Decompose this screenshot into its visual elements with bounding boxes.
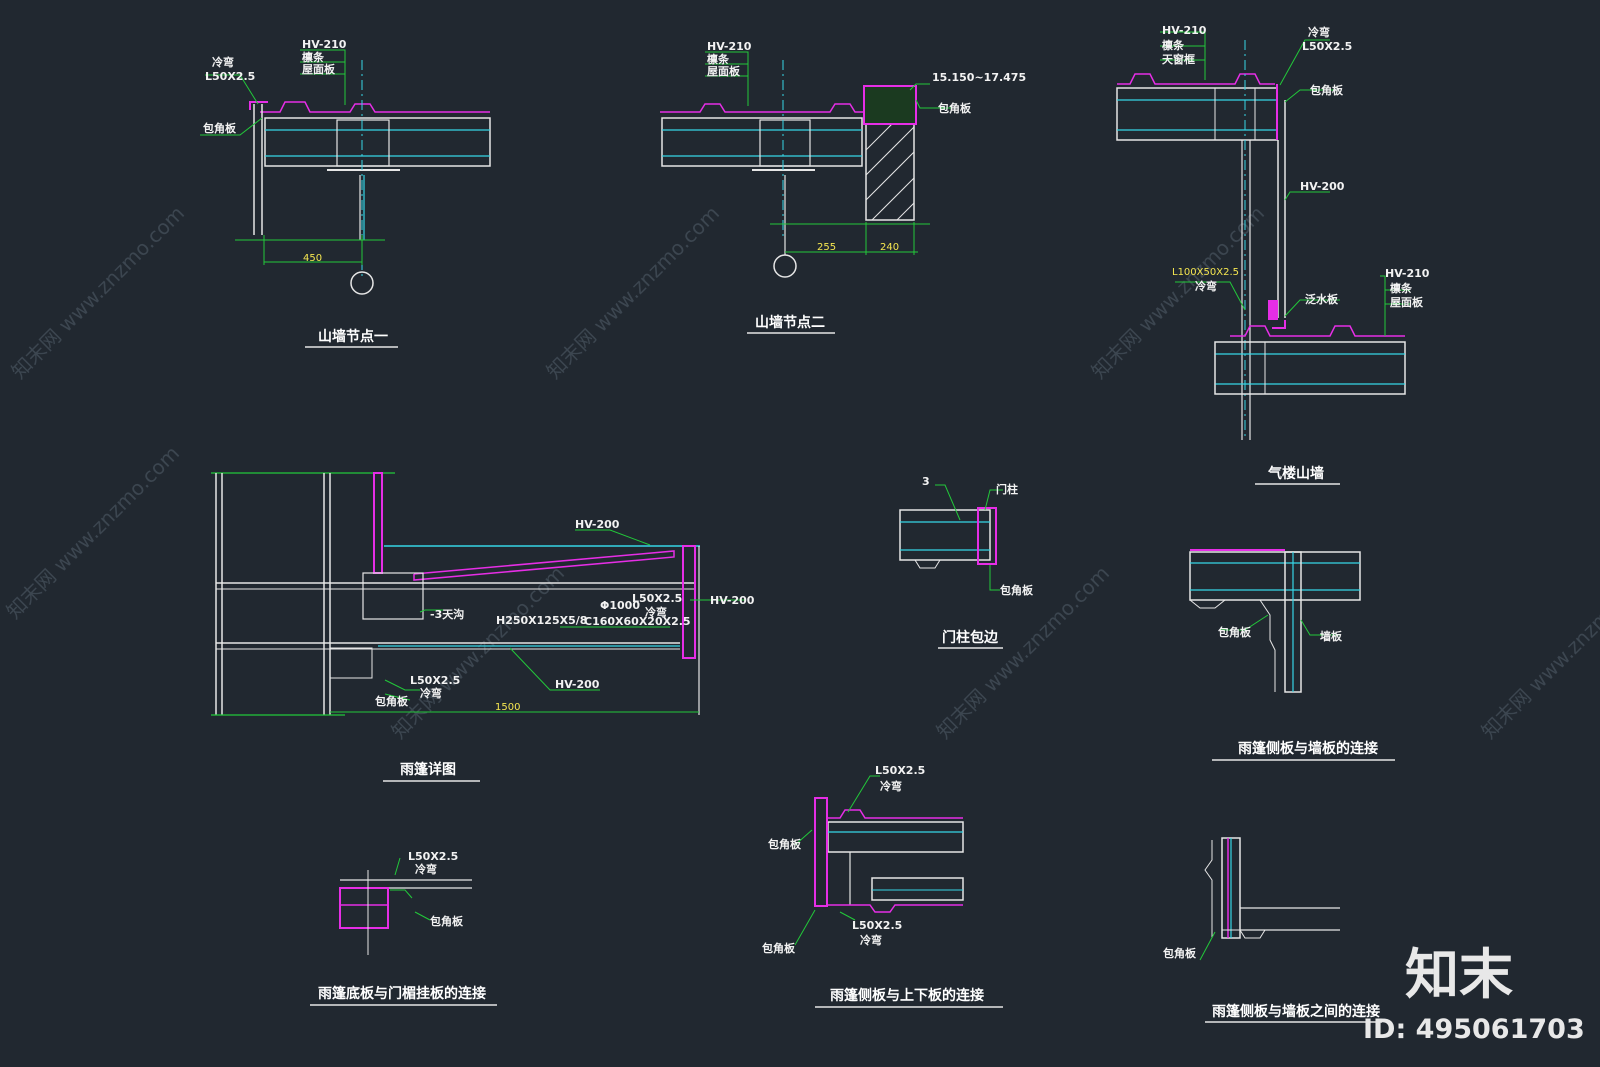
label-angle: L50X2.5 (408, 850, 458, 863)
label-corner-trim: 包角板 (761, 941, 796, 955)
detail-door-column-trim: 3 门柱 包角板 门柱包边 (899, 475, 1034, 649)
label-gutter: -3天沟 (430, 607, 464, 621)
label-hv200: HV-200 (1300, 180, 1345, 193)
label-hv210: HV-210 (302, 38, 347, 51)
title-canopy-detail: 雨篷详图 (400, 761, 456, 778)
label-c-channel: C160X60X20X2.5 (584, 615, 691, 628)
label-angle: L50X2.5 (875, 764, 925, 777)
label-wall-panel: 墙板 (1320, 629, 1343, 643)
label-corner-trim: 包角板 (999, 583, 1034, 597)
label-phi1000: Φ1000 (600, 599, 640, 612)
label-door-column: 门柱 (996, 482, 1018, 496)
dim-240: 240 (880, 242, 899, 253)
label-h-beam: H250X125X5/8 (496, 614, 587, 627)
brand-logo: 知末 (1405, 943, 1513, 1006)
label-hv210: HV-210 (1385, 267, 1430, 280)
brand-id: ID: 495061703 (1363, 1014, 1585, 1045)
label-skylight-frame: 天窗框 (1162, 52, 1195, 66)
label-cold-bent: 冷弯 (420, 686, 442, 700)
watermark: 知末网 www.znzmo.com (2, 441, 184, 623)
label-corner-trim: 包角板 (1162, 946, 1197, 960)
detail-canopy-side-wall: 包角板 墙板 雨篷侧板与墙板的连接 (1189, 549, 1395, 761)
watermark: 知末网 www.znzmo.com (542, 201, 724, 383)
label-roof-panel: 屋面板 (302, 62, 336, 76)
label-hv210: HV-210 (1162, 24, 1207, 37)
label-purlin: 檩条 (707, 52, 730, 66)
label-corner-trim: 包角板 (767, 837, 802, 851)
label-hv200: HV-200 (575, 518, 620, 531)
label-elevation: 15.150~17.475 (932, 71, 1026, 84)
label-hv210: HV-210 (707, 40, 752, 53)
watermark: 知末网 www.znzmo.com (387, 561, 569, 743)
label-3: 3 (922, 475, 930, 488)
label-hv200: HV-200 (555, 678, 600, 691)
title-door-column-trim: 门柱包边 (942, 629, 999, 646)
label-hv200: HV-200 (710, 594, 755, 607)
title-canopy-side-updown: 雨篷侧板与上下板的连接 (830, 987, 984, 1004)
label-angle: L50X2.5 (410, 674, 460, 687)
label-corner-trim: 包角板 (1217, 625, 1252, 639)
label-angle-l100: L100X50X2.5 (1172, 267, 1239, 278)
label-angle: L50X2.5 (1302, 40, 1352, 53)
detail-canopy-bottom-door: L50X2.5 冷弯 包角板 雨篷底板与门楣挂板的连接 (310, 850, 497, 1006)
watermark-layer: 知末网 www.znzmo.com 知末网 www.znzmo.com 知末网 … (2, 201, 1600, 743)
title-parapet-gable: 气楼山墙 (1267, 465, 1324, 482)
label-flashing: 泛水板 (1305, 292, 1339, 306)
label-corner-trim: 包角板 (374, 694, 409, 708)
detail-gable-node-2: 255 240 HV-210 檩条 屋面板 15.150~17.475 包角板 … (660, 40, 1026, 334)
label-purlin: 檩条 (302, 50, 325, 64)
label-roof-panel: 屋面板 (1390, 295, 1424, 309)
title-canopy-side-wall: 雨篷侧板与墙板的连接 (1238, 740, 1378, 757)
title-canopy-bottom-door: 雨篷底板与门楣挂板的连接 (318, 985, 486, 1002)
label-cold-bent: 冷弯 (1308, 25, 1330, 39)
label-roof-panel: 屋面板 (707, 64, 741, 78)
label-cold-bent: 冷弯 (415, 862, 437, 876)
label-cold-bent: 冷弯 (1195, 279, 1217, 293)
label-cold-bent: 冷弯 (645, 605, 667, 619)
label-corner-trim: 包角板 (429, 914, 464, 928)
label-corner-trim: 包角板 (202, 121, 237, 135)
label-cold-bent: 冷弯 (212, 55, 234, 69)
detail-gable-node-1: 450 HV-210 檩条 屋面板 冷弯 L50X2.5 包角板 山墙节点一 (200, 38, 491, 348)
detail-canopy-side-wall-between: 包角板 雨篷侧板与墙板之间的连接 (1162, 837, 1382, 1023)
title-gable-node-2: 山墙节点二 (755, 314, 825, 331)
label-angle: L50X2.5 (205, 70, 255, 83)
watermark: 知末网 www.znzmo.com (1477, 561, 1600, 743)
dim-1500: 1500 (495, 702, 520, 713)
title-gable-node-1: 山墙节点一 (318, 328, 388, 345)
detail-canopy-side-updown: L50X2.5 冷弯 包角板 包角板 L50X2.5 冷弯 雨篷侧板与上下板的连… (761, 764, 1003, 1008)
detail-parapet-gable: HV-210 檩条 天窗框 冷弯 L50X2.5 包角板 HV-200 L100… (1116, 24, 1430, 485)
dim-450: 450 (303, 253, 322, 264)
title-canopy-side-wall-between: 雨篷侧板与墙板之间的连接 (1212, 1003, 1380, 1020)
dim-255: 255 (817, 242, 836, 253)
label-cold-bent: 冷弯 (880, 779, 902, 793)
label-corner-trim: 包角板 (1309, 83, 1344, 97)
label-corner-trim: 包角板 (937, 101, 972, 115)
label-angle: L50X2.5 (632, 592, 682, 605)
label-cold-bent: 冷弯 (860, 933, 882, 947)
detail-canopy: HV-200 -3天沟 H250X125X5/8 Φ1000 C160X60X2… (211, 472, 755, 782)
label-purlin: 檩条 (1390, 281, 1413, 295)
label-angle: L50X2.5 (852, 919, 902, 932)
label-purlin: 檩条 (1162, 38, 1185, 52)
watermark: 知末网 www.znzmo.com (7, 201, 189, 383)
